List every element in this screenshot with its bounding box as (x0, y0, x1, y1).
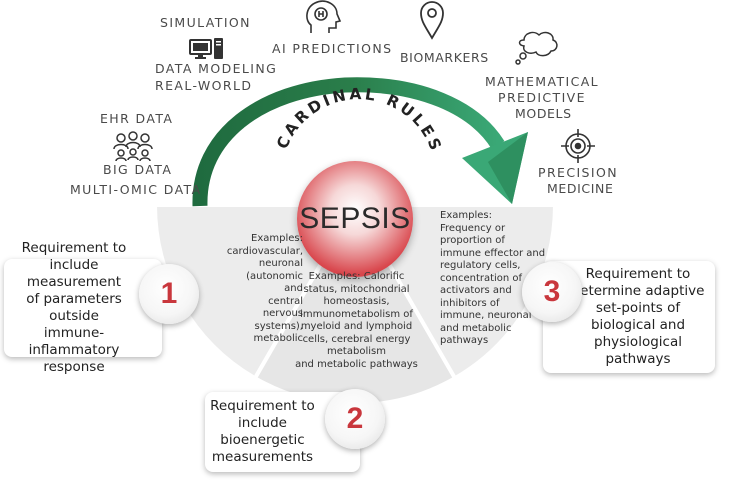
example-line: immune, neuronal (440, 310, 532, 321)
label-biomarkers: BIOMARKERS (400, 50, 489, 65)
example-line: pathways (440, 335, 489, 346)
sepsis-label: SEPSIS (299, 202, 411, 235)
label-data-modeling: DATA MODELING (155, 61, 278, 76)
requirement-line: Requirement to (21, 240, 127, 256)
example-line: Frequency or (440, 222, 506, 234)
label-precision: PRECISION (538, 165, 618, 180)
example-line: cardiovascular, (226, 245, 303, 257)
requirement-line: pathways (605, 351, 671, 367)
example-line: inhibitors of (440, 297, 500, 309)
example-line: systems), (254, 320, 303, 332)
rule-number-2: 2 (325, 389, 385, 449)
curved-arrow (192, 77, 505, 207)
label-predictive: PREDICTIVE (498, 90, 586, 105)
requirement-line: of parameters outside (26, 291, 122, 324)
example-line: Examples: (440, 210, 492, 221)
label-simulation: SIMULATION (160, 15, 251, 30)
example-line: central nervous (262, 295, 303, 320)
label-multi-omic: MULTI-OMIC DATA (70, 182, 202, 197)
rule-number-1-text: 1 (160, 277, 178, 310)
example-line: Examples: (251, 233, 303, 244)
example-line: myeloid and lymphoid (300, 321, 413, 332)
target-icon (561, 129, 595, 163)
rule-number-3-text: 3 (543, 275, 561, 308)
example-lines: Examples:cardiovascular,neuronal(autonom… (225, 233, 303, 346)
requirement-line: measurements (211, 449, 314, 465)
label-ai-predictions: AI PREDICTIONS (272, 41, 393, 56)
rule-number-3: 3 (522, 262, 582, 322)
label-models: MODELS (515, 106, 572, 121)
brain-head-icon (306, 0, 342, 33)
example-line: metabolism (327, 346, 386, 357)
computer-icon (189, 38, 223, 59)
label-ehr-data: EHR DATA (100, 111, 174, 126)
label-mathematical: MATHEMATICAL (485, 74, 600, 89)
requirement-line: response (43, 359, 105, 375)
requirement-line: biological and (590, 317, 686, 333)
example-line: and metabolic pathways (295, 358, 418, 370)
requirement-line: include measurement (26, 257, 122, 290)
arrow-head-shade (488, 132, 528, 204)
example-line: immune effector and (440, 247, 546, 259)
rule-number-1: 1 (139, 264, 199, 324)
label-real-world: REAL-WORLD (155, 78, 253, 93)
example-line: metabolic (253, 333, 303, 344)
label-medicine: MEDICINE (547, 181, 614, 196)
requirement-line: determine adaptive (571, 283, 705, 299)
label-big-data: BIG DATA (103, 162, 173, 177)
thought-bubble-icon (515, 31, 558, 65)
rule-number-2-text: 2 (346, 402, 364, 435)
requirement-line: physiological (594, 334, 682, 350)
example-line: (autonomic and (246, 270, 303, 295)
requirement-line: Requirement to (585, 266, 691, 282)
example-line: cells, cerebral energy (302, 333, 411, 345)
requirement-line: set-points of (595, 300, 681, 316)
example-line: concentration of (440, 272, 523, 284)
example-line: Examples: Calorific (308, 271, 405, 282)
requirement-line: immune-inflammatory (28, 325, 120, 358)
example-line: status, mitochondrial (303, 283, 410, 295)
example-line: and metabolic (440, 322, 512, 334)
requirement-line: bioenergetic (220, 432, 305, 448)
location-pin-icon (420, 1, 444, 40)
requirement-line: Requirement to (210, 398, 315, 414)
examples-rule-1: Examples:cardiovascular,neuronal(autonom… (225, 233, 303, 346)
example-line: neuronal (258, 258, 303, 269)
example-line: activators and (440, 285, 512, 296)
people-network-icon (113, 131, 153, 162)
requirement-line: include (238, 415, 287, 431)
example-line: immunometabolism of (300, 308, 413, 320)
example-line: proportion of (440, 235, 505, 246)
example-line: homeostasis, (323, 296, 390, 307)
example-line: regulatory cells, (440, 260, 521, 271)
sepsis-circle: SEPSIS (297, 161, 413, 277)
